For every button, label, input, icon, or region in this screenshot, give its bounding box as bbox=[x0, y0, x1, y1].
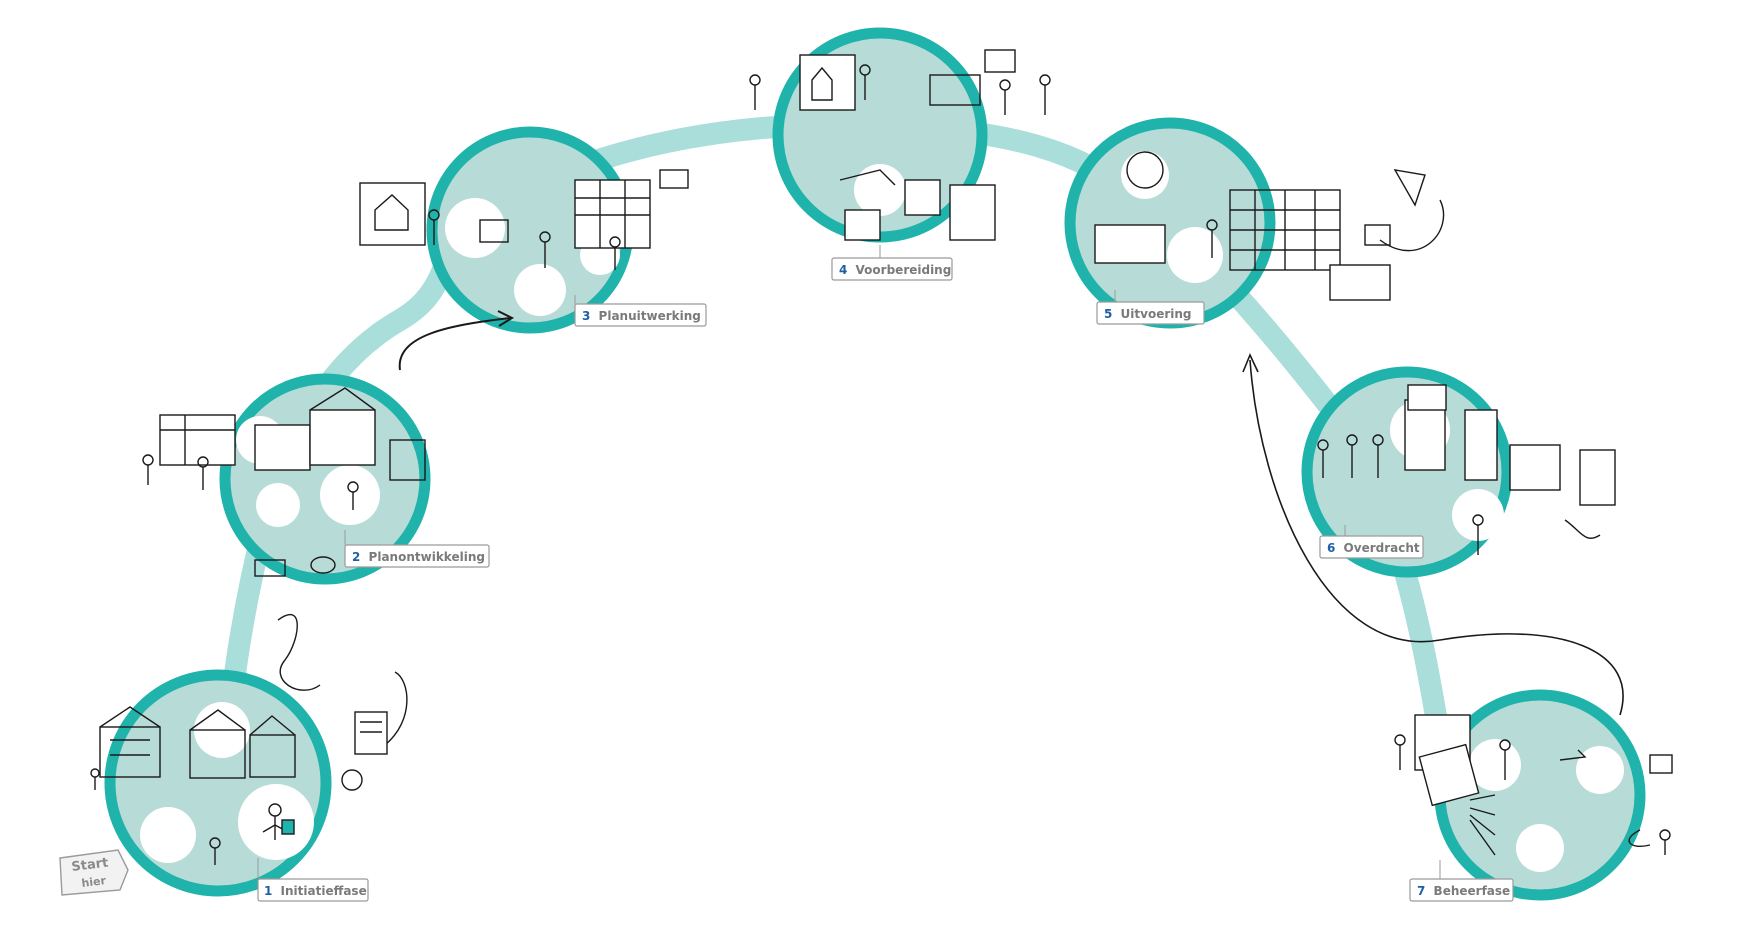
phase-circle-1 bbox=[104, 669, 332, 897]
phase-name-4: Voorbereiding bbox=[856, 263, 952, 277]
sketch-phase-3 bbox=[359, 169, 689, 270]
phase-number-6: 6 bbox=[1327, 541, 1335, 555]
svg-text:5 Uitvoering: 5 Uitvoering bbox=[1104, 307, 1192, 321]
phase-label-6[interactable]: 6 Overdracht bbox=[1319, 525, 1424, 559]
phase-name-3: Planuitwerking bbox=[599, 309, 701, 323]
phase-name-7: Beheerfase bbox=[1434, 884, 1511, 898]
phase-number-5: 5 bbox=[1104, 307, 1112, 321]
phase-circle-7 bbox=[1434, 689, 1646, 901]
start-tag: Start hier bbox=[59, 849, 129, 896]
phase-label-1[interactable]: 1 Initiatieffase bbox=[257, 858, 369, 902]
phase-name-6: Overdracht bbox=[1344, 541, 1420, 555]
phase-number-7: 7 bbox=[1417, 884, 1425, 898]
sketch-buildings-phase-1 bbox=[99, 706, 388, 791]
phase-circle-5 bbox=[1064, 117, 1276, 329]
svg-text:6 Overdracht: 6 Overdracht bbox=[1327, 541, 1420, 555]
phase-name-2: Planontwikkeling bbox=[369, 550, 485, 564]
svg-text:2 Planontwikkeling: 2 Planontwikkeling bbox=[352, 550, 485, 564]
phase-label-5[interactable]: 5 Uitvoering bbox=[1096, 290, 1205, 325]
phase-label-7[interactable]: 7 Beheerfase bbox=[1409, 860, 1514, 902]
sketch-figures-phase-1 bbox=[90, 768, 295, 865]
phase-label-2[interactable]: 2 Planontwikkeling bbox=[344, 530, 490, 568]
arrow-1-squiggle bbox=[277, 613, 321, 691]
svg-text:4 Voorbereiding: 4 Voorbereiding bbox=[839, 263, 951, 277]
arrow-2-to-3-head bbox=[497, 310, 515, 327]
svg-text:1 Initiatieffase: 1 Initiatieffase bbox=[264, 884, 367, 898]
phase-label-4[interactable]: 4 Voorbereiding bbox=[831, 245, 953, 281]
start-tag-line1: Start bbox=[71, 856, 110, 875]
phase-name-5: Uitvoering bbox=[1121, 307, 1192, 321]
sketch-phase-7 bbox=[1394, 714, 1673, 856]
svg-text:3 Planuitwerking: 3 Planuitwerking bbox=[582, 309, 701, 323]
sketch-phase-6 bbox=[1317, 384, 1616, 555]
feedback-arrow-7-to-5-head bbox=[1242, 353, 1259, 373]
phase-number-2: 2 bbox=[352, 550, 360, 564]
phase-name-1: Initiatieffase bbox=[281, 884, 367, 898]
start-tag-line2: hier bbox=[81, 874, 107, 890]
svg-text:7 Beheerfase: 7 Beheerfase bbox=[1417, 884, 1510, 898]
sketch-phase-5 bbox=[1094, 151, 1426, 301]
arrow-1-curve bbox=[384, 671, 408, 746]
sketch-phase-4 bbox=[749, 49, 1051, 241]
phase-number-1: 1 bbox=[264, 884, 272, 898]
feedback-arrow-7-to-5 bbox=[1249, 359, 1624, 716]
sketch-phase-2 bbox=[142, 387, 426, 577]
arrow-5-loop bbox=[1379, 199, 1445, 252]
phase-number-4: 4 bbox=[839, 263, 847, 277]
phase-number-3: 3 bbox=[582, 309, 590, 323]
phase-label-3[interactable]: 3 Planuitwerking bbox=[574, 295, 707, 327]
arrow-2-to-3 bbox=[398, 317, 511, 371]
